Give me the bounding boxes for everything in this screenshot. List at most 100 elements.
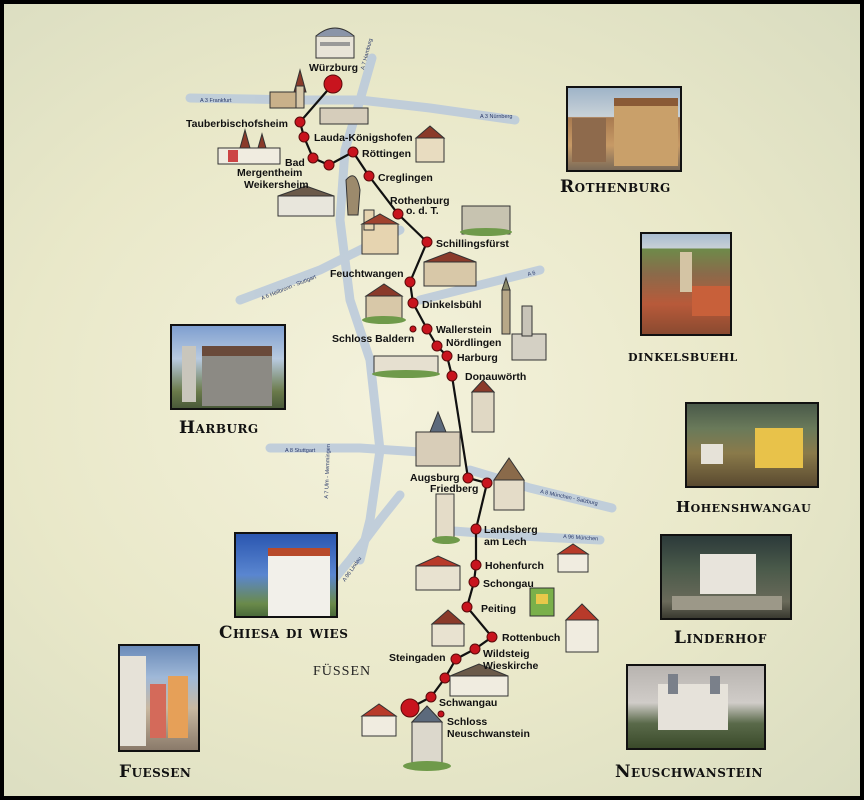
town-label: Harburg <box>457 352 498 364</box>
town-label: Friedberg <box>430 483 478 495</box>
stop-wurzburg <box>323 74 343 94</box>
photo-hohenshwangau <box>685 402 819 488</box>
town-label: Donauwörth <box>465 371 526 383</box>
stop <box>425 691 437 703</box>
stop <box>307 152 319 164</box>
harburg-illustration <box>372 355 440 378</box>
stop <box>469 643 481 655</box>
town-label: Würzburg <box>309 62 358 74</box>
town-label: Rothenburg <box>390 195 450 207</box>
fussen-map-label: FÜSSEN <box>313 664 372 679</box>
photo-label-fuessen: Fuessen <box>119 762 192 782</box>
stop <box>446 370 458 382</box>
stop-baldern <box>409 325 417 333</box>
highway-a8-west <box>265 443 425 457</box>
building-icon <box>701 444 723 464</box>
map-svg: A 3 Frankfurt A 3 Nürnberg A 7 Hamburg A… <box>185 27 617 771</box>
stop <box>450 653 462 665</box>
town-label: Dinkelsbühl <box>422 299 482 311</box>
dinkelsbuhl-illustration <box>362 283 406 324</box>
stop-fussen <box>400 698 420 718</box>
town-label: Schillingsfürst <box>436 238 509 250</box>
stop <box>323 159 335 171</box>
stop <box>363 170 375 182</box>
castle-illustration <box>315 27 355 59</box>
terrace-icon <box>672 596 782 610</box>
tower-icon <box>182 346 196 402</box>
sight-illustrations <box>217 27 600 771</box>
tower-illustration <box>501 276 511 335</box>
town-label: Feuchtwangen <box>330 268 404 280</box>
town-label: Röttingen <box>362 148 411 160</box>
hw-label: A 6 <box>527 270 536 278</box>
friedberg-illustration <box>493 457 525 511</box>
town-label: Schwangau <box>439 697 497 709</box>
building-icon <box>614 98 678 166</box>
roof-icon <box>692 286 730 316</box>
town-label: Wildsteig <box>483 648 530 660</box>
hw-label: A 8 Stuttgart <box>285 448 316 454</box>
augsburg-illustration <box>415 410 461 467</box>
hohenfurch-illustration <box>556 543 590 573</box>
stop <box>462 472 474 484</box>
palace-icon <box>700 554 756 594</box>
town-label: Tauberbischofsheim <box>186 118 288 130</box>
nordlingen-illustration <box>511 305 547 361</box>
stop <box>486 631 498 643</box>
stop <box>298 131 310 143</box>
photo-label-hohenshwangau: Hohenshwangau <box>676 498 812 516</box>
town-label: Augsburg <box>410 472 460 484</box>
photo-chiesa-di-wies <box>234 532 338 618</box>
building-icon <box>572 118 606 162</box>
stop <box>441 350 453 362</box>
wieskirche-illustration <box>449 663 509 697</box>
feuchtwangen-illustration <box>423 251 477 287</box>
town-label: Peiting <box>481 603 516 615</box>
castle-icon <box>755 428 803 468</box>
stop <box>431 340 443 352</box>
tower-icon <box>680 252 692 292</box>
landsberg-illustration <box>432 493 460 544</box>
hw-label: A 96 München <box>563 534 599 542</box>
photo-fuessen <box>118 644 200 752</box>
town-label: Wieskirche <box>483 660 539 672</box>
stop <box>481 477 493 489</box>
photo-harburg <box>170 324 286 410</box>
town-label: Wallerstein <box>436 324 492 336</box>
tower-icon <box>668 674 678 694</box>
stop <box>407 297 419 309</box>
hw-label: A 3 Frankfurt <box>200 98 232 104</box>
stop <box>439 672 451 684</box>
town-label: Rottenbuch <box>502 632 560 644</box>
town-label: o. d. T. <box>406 205 439 217</box>
donauworth-illustration <box>470 379 496 433</box>
photo-rothenburg <box>566 86 682 172</box>
photo-dinkelsbuehl <box>640 232 732 336</box>
building-icon <box>120 656 146 746</box>
schongau-illustration <box>415 555 461 591</box>
stop <box>392 208 404 220</box>
town-label: Schloss <box>447 716 487 728</box>
town-label: Bad <box>285 157 305 169</box>
stop <box>468 576 480 588</box>
highway-a6-east <box>415 265 545 305</box>
photo-label-neuschwanstein: Neuschwanstein <box>615 762 764 782</box>
town-label: Weikersheim <box>244 179 309 191</box>
town-label: Neuschwanstein <box>447 728 530 740</box>
hw-label: A 3 Nürnberg <box>480 114 512 120</box>
photo-linderhof <box>660 534 792 620</box>
route-map: A 3 Frankfurt A 3 Nürnberg A 7 Hamburg A… <box>4 4 860 796</box>
highway-a8-east <box>465 465 617 513</box>
rothenburg-illustration <box>360 209 400 255</box>
photo-label-dinkelsbuehl: dinkelsbuehl <box>628 347 738 365</box>
castle-icon <box>202 346 272 406</box>
church-illustration <box>269 68 307 109</box>
stop <box>294 116 306 128</box>
town-label: Lauda-Königshofen <box>314 132 413 144</box>
tower-icon <box>710 676 720 694</box>
stop <box>421 323 433 335</box>
photo-neuschwanstein <box>626 664 766 750</box>
stop <box>347 146 359 158</box>
hw-label: A 7 Ulm - Memmingen <box>324 444 332 499</box>
